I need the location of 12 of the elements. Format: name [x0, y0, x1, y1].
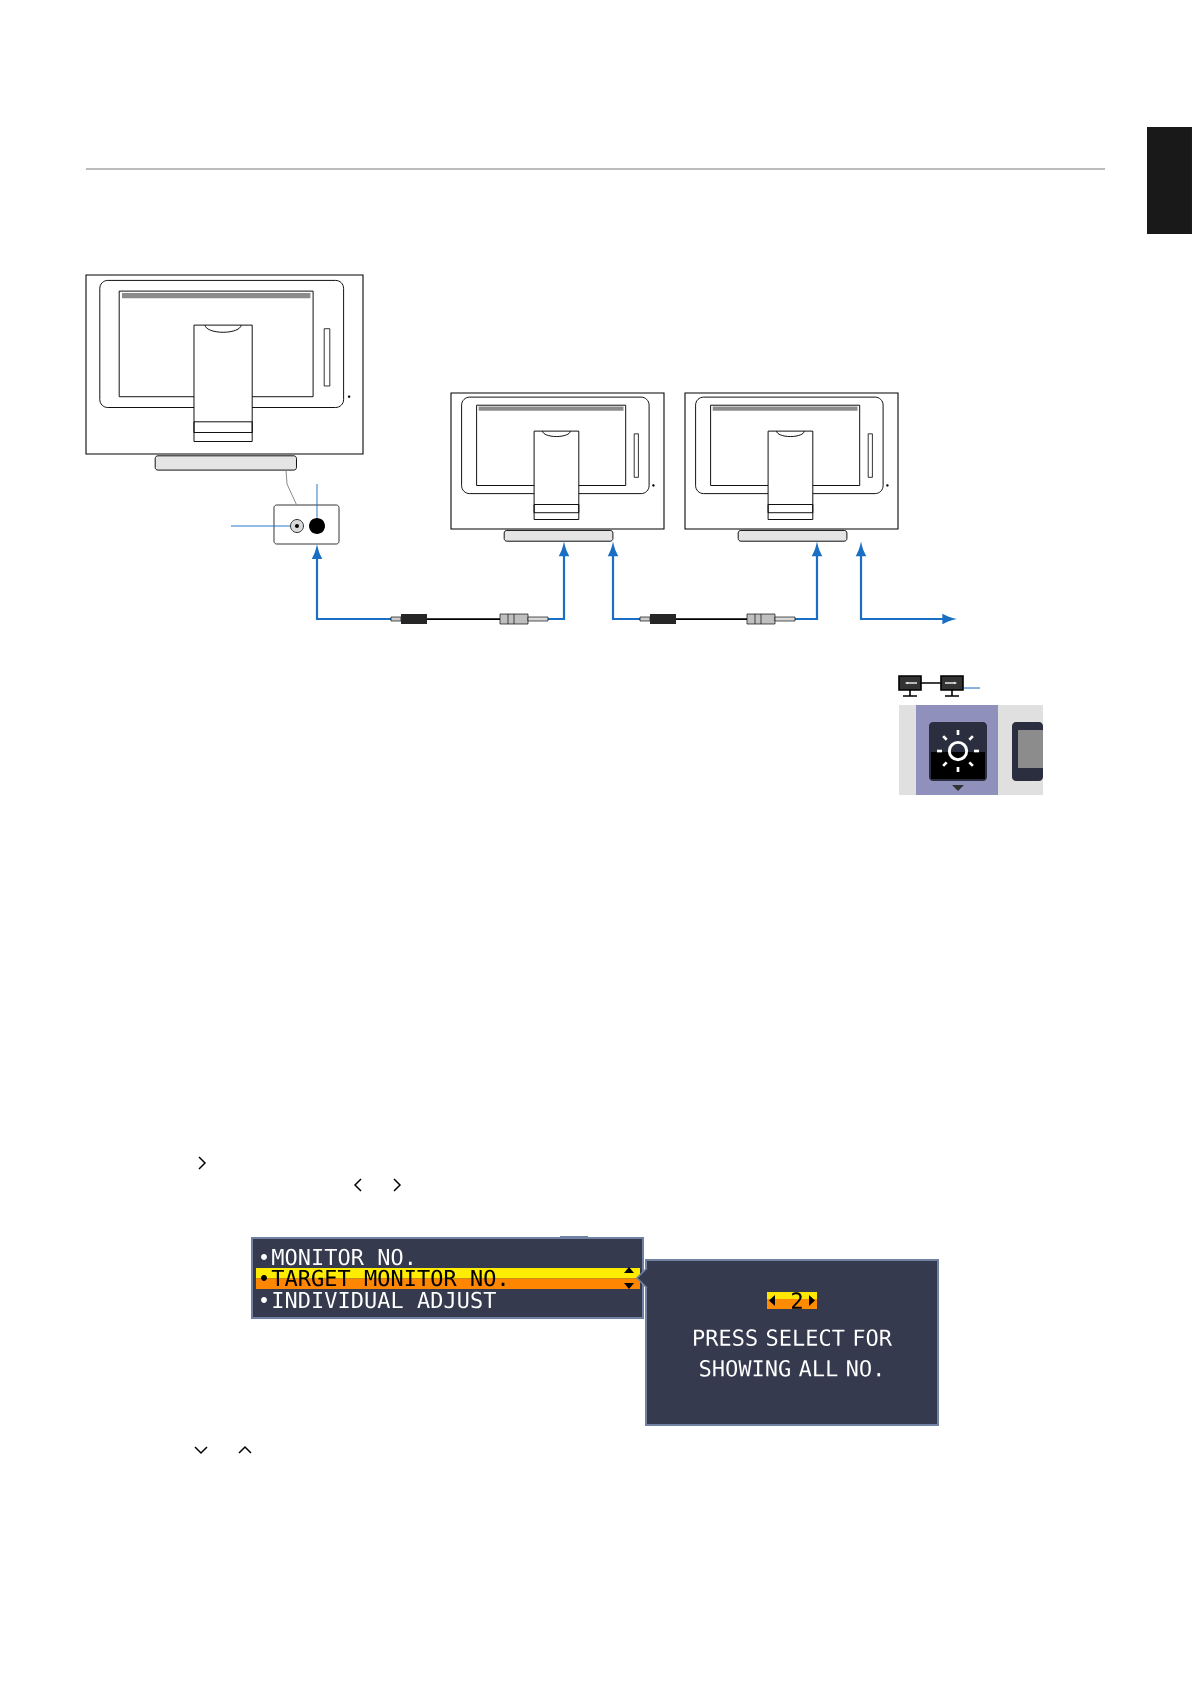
monitor-drawing	[450, 392, 665, 542]
leader-line	[285, 469, 297, 506]
menu-item: INDIVIDUAL ADJUST	[261, 1291, 496, 1309]
leader-line	[230, 525, 291, 527]
leader-line	[316, 483, 318, 519]
jack-panel	[273, 504, 340, 545]
monitor-drawing	[684, 392, 899, 542]
menu-item: TARGET MONITOR NO.	[256, 1267, 640, 1289]
audio-jack	[309, 518, 325, 534]
audio-jack	[290, 519, 304, 533]
monitor-drawing	[85, 274, 364, 471]
menu-item: MONITOR NO.	[261, 1248, 412, 1266]
